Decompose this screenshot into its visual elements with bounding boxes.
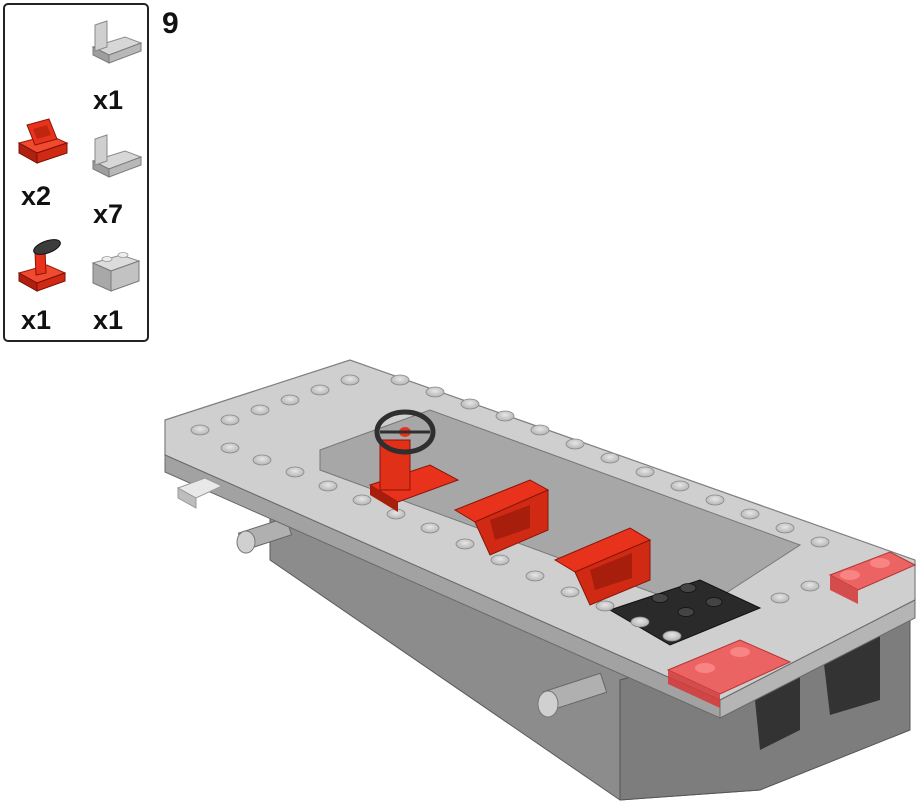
top-plate-studs [190,374,830,642]
part-light-gray-panel-b: x7 [85,131,151,231]
red-seat-rear [553,527,652,606]
front-axle-pin [236,517,293,554]
part-light-gray-panel-a: x1 [85,17,151,117]
parts-list-callout: x1 x2 x7 x1 [3,3,149,342]
light-gray-panel-icon [91,134,143,178]
trans-red-rear-left [666,639,792,708]
part-quantity: x7 [93,199,124,229]
light-gray-panel-icon [91,20,143,64]
part-light-gray-brick: x1 [85,237,151,337]
front-light-brick [176,477,224,509]
part-red-steering-wheel: x1 [13,237,79,337]
trans-red-rear-right [828,551,917,604]
light-gray-brick-icon [91,252,141,292]
top-plate-rear-edge [719,599,916,719]
part-quantity: x1 [21,305,52,335]
red-seat-front [453,479,550,556]
step-number: 9 [162,7,179,40]
rear-axle-pin [537,672,608,718]
part-red-slope-seat: x2 [13,113,79,213]
part-quantity: x1 [93,85,124,115]
black-plate-studs [651,583,723,617]
red-seat-icon [17,118,69,164]
steering-wheel-assembly [368,409,460,512]
part-quantity: x2 [21,181,52,211]
red-steering-wheel-icon [17,239,67,292]
interior-cavity [319,409,802,611]
part-quantity: x1 [93,305,124,335]
